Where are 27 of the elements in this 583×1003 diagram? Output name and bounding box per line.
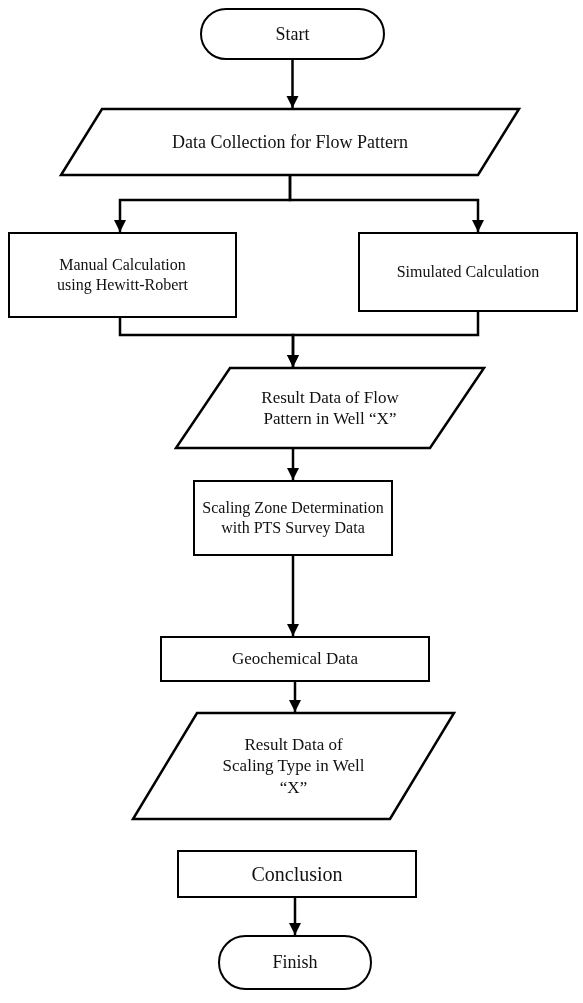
process-box (8, 232, 237, 318)
process-box (160, 636, 430, 682)
node-label: Scaling Zone Determination with PTS Survey Data (201, 498, 385, 538)
arrow (286, 312, 480, 367)
node-label: Conclusion (251, 861, 343, 887)
process-box (193, 480, 393, 556)
node-label: Geochemical Data (232, 648, 358, 670)
terminal-box (200, 8, 385, 60)
data-parallelogram (175, 367, 485, 449)
process-box (177, 850, 417, 898)
node-label: Data Collection for Flow Pattern (172, 130, 408, 154)
node-label: Start (275, 22, 310, 46)
node-label: Simulated Calculation (396, 262, 540, 282)
node-label: Result Data of Scaling Type in Well “X” (221, 734, 366, 798)
arrow (288, 176, 485, 232)
arrow (288, 898, 302, 935)
node-label: Finish (272, 951, 318, 974)
arrow (286, 556, 300, 636)
node-label: Manual Calculation using Hewitt-Robert (55, 255, 190, 295)
terminal-box (218, 935, 372, 990)
data-parallelogram (60, 108, 520, 176)
arrow (288, 682, 302, 712)
arrow (286, 60, 299, 108)
data-parallelogram (132, 712, 455, 820)
node-label: Result Data of Flow Pattern in Well “X” (260, 386, 400, 430)
arrow (286, 449, 300, 480)
process-box (358, 232, 578, 312)
